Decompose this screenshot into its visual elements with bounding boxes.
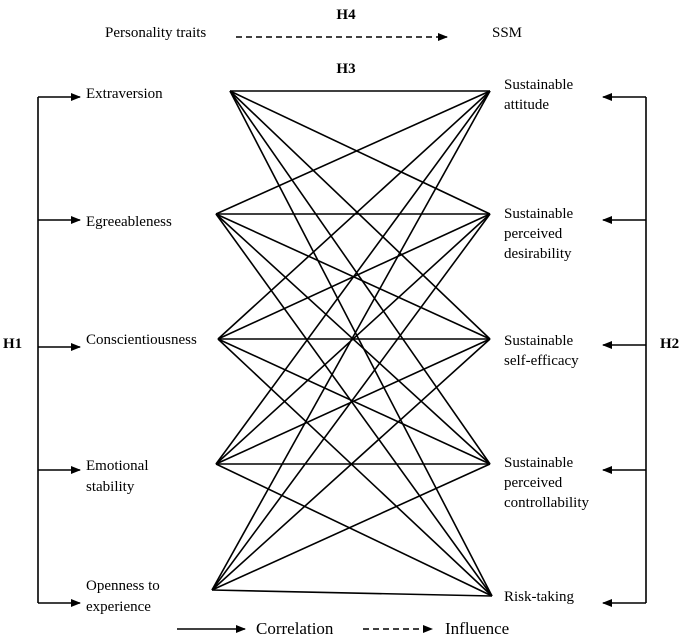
- correlation-line-0-3: [229, 90, 491, 465]
- h4-label: H4: [336, 7, 356, 23]
- correlation-line-3-4: [215, 463, 493, 597]
- legend-correlation-label: Correlation: [256, 619, 334, 638]
- correlation-line-2-4: [217, 338, 493, 597]
- h1-bracket: [37, 93, 81, 607]
- correlation-line-4-4: [211, 589, 493, 597]
- correlation-line-0-2: [229, 90, 491, 340]
- legend-influence-label: Influence: [445, 619, 509, 638]
- h3-label: H3: [336, 61, 355, 77]
- ssm-attitude-label: Sustainable attitude: [504, 77, 577, 113]
- correlation-lines: [211, 90, 493, 597]
- trait-openness-label: Openness to experience: [86, 578, 164, 615]
- correlation-line-0-1: [229, 90, 491, 215]
- trait-agreeableness-label: Egreeableness: [86, 214, 172, 230]
- correlation-line-1-0: [215, 90, 491, 215]
- trait-extraversion-label: Extraversion: [86, 86, 163, 102]
- correlation-line-4-3: [211, 463, 491, 591]
- correlation-line-2-0: [217, 90, 491, 340]
- correlation-line-3-2: [215, 338, 491, 465]
- ssm-self-efficacy-label: Sustainable self-efficacy: [504, 333, 579, 369]
- correlation-line-4-0: [211, 90, 491, 591]
- h1-label: H1: [3, 336, 22, 352]
- correlation-line-4-2: [211, 338, 491, 591]
- ssm-perceived-desirability-label: Sustainable perceived desirability: [504, 206, 577, 262]
- h2-bracket: [602, 93, 647, 607]
- h4-source-label: Personality traits: [105, 25, 206, 41]
- ssm-risk-taking-label: Risk-taking: [504, 589, 574, 605]
- trait-conscientiousness-label: Conscientiousness: [86, 332, 197, 348]
- correlation-line-0-4: [229, 90, 493, 597]
- correlation-line-3-1: [215, 213, 491, 465]
- correlation-line-1-4: [215, 213, 493, 597]
- h4-target-label: SSM: [492, 25, 522, 41]
- trait-emotional-stability-label: Emotional stability: [86, 458, 152, 495]
- correlation-line-3-0: [215, 90, 491, 465]
- correlation-line-4-1: [211, 213, 491, 591]
- ssm-perceived-controllability-label: Sustainable perceived controllability: [504, 455, 589, 511]
- h2-label: H2: [660, 336, 679, 352]
